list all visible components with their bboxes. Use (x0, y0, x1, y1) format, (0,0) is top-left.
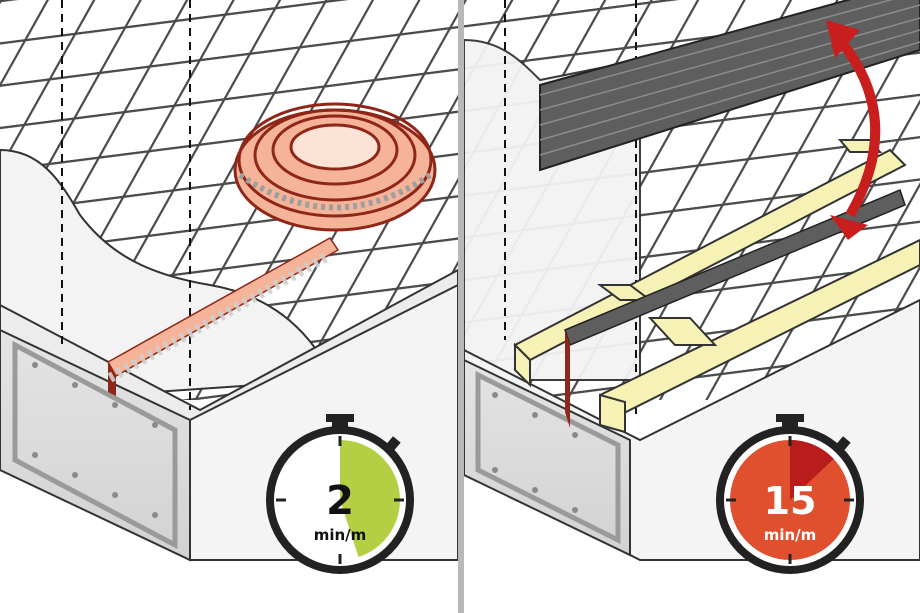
waterstop-lifted (539, 0, 920, 172)
waterstop-installed (564, 188, 906, 428)
timer-right-value: 15 (764, 479, 817, 523)
timber-formwork (513, 139, 920, 434)
timer-left: 2 min/m (266, 414, 414, 574)
right-panel: 15 min/m (464, 0, 920, 613)
timer-left-progress (340, 440, 400, 558)
timer-left-value: 2 (326, 478, 354, 524)
timer-right-unit: min/m (764, 526, 817, 544)
membrane-sheet (0, 148, 332, 397)
left-panel: 2 min/m (0, 0, 458, 574)
timer-right: 15 min/m (716, 414, 864, 574)
timer-left-unit: min/m (314, 526, 367, 544)
lift-arrow-icon (826, 20, 881, 240)
panel-divider (458, 0, 464, 613)
timer-right-progress (790, 440, 834, 500)
sealing-tape-roll (233, 102, 437, 232)
